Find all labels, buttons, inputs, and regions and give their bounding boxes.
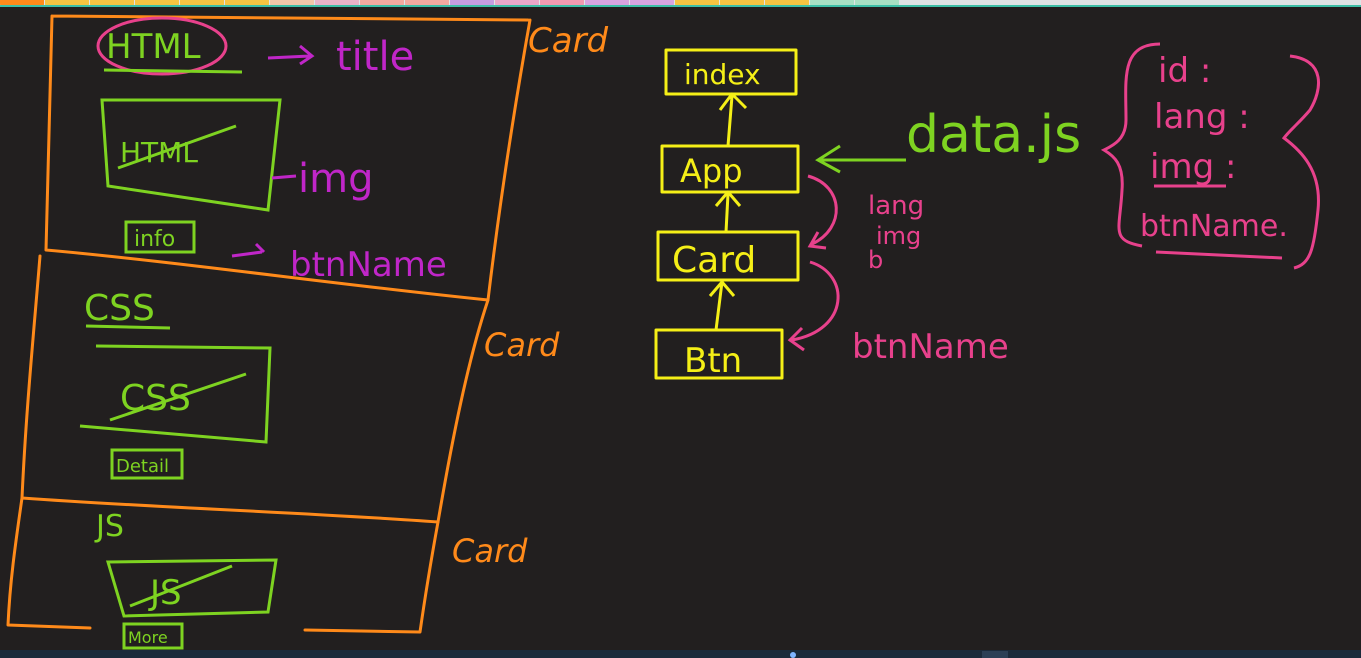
title-circle — [96, 16, 228, 76]
btn-to-card-arrow-icon — [708, 280, 736, 331]
css-image-strike — [109, 372, 247, 422]
data-field-btnname: btnName. — [1140, 209, 1288, 244]
data-arrow-icon — [815, 144, 906, 174]
props-arrow-icon — [807, 174, 838, 250]
taskbar — [0, 650, 1361, 658]
taskbar-app-icon[interactable] — [982, 651, 1008, 658]
page-tab-17[interactable] — [720, 0, 764, 6]
btnname-arrow-icon — [787, 260, 840, 352]
js-card-title: JS — [94, 509, 124, 544]
card-label-3: Card — [452, 532, 528, 570]
card-node-label: Card — [672, 240, 756, 281]
page-tab-4[interactable] — [135, 0, 179, 6]
page-tab-18[interactable] — [765, 0, 809, 6]
data-field-img: img : — [1150, 147, 1236, 187]
card-label-2: Card — [484, 326, 560, 364]
left-brace-icon — [1100, 42, 1161, 248]
page-tab-14[interactable] — [585, 0, 629, 6]
html-image-strike — [117, 124, 237, 170]
btn-arrow-icon — [231, 242, 266, 258]
app-node-box — [660, 144, 800, 194]
btn-note: btnName — [290, 245, 447, 285]
taskbar-indicator-icon[interactable] — [790, 652, 796, 658]
css-button-label: Detail — [116, 456, 169, 477]
card-frame-html — [44, 14, 532, 302]
page-tab-10[interactable] — [405, 0, 449, 6]
page-tab-15[interactable] — [630, 0, 674, 6]
page-tab-16[interactable] — [675, 0, 719, 6]
page-tab-19[interactable] — [810, 0, 854, 6]
page-tabs[interactable] — [0, 0, 900, 6]
page-tab-1[interactable] — [0, 0, 44, 6]
app-node-label: App — [680, 152, 743, 190]
page-tab-13[interactable] — [540, 0, 584, 6]
tab-strip-accent — [0, 5, 1361, 7]
right-brace-icon — [1281, 54, 1321, 270]
page-tab-9[interactable] — [360, 0, 404, 6]
page-tab-8[interactable] — [315, 0, 359, 6]
css-image-box — [79, 344, 272, 444]
page-tab-3[interactable] — [90, 0, 134, 6]
page-tab-11[interactable] — [450, 0, 494, 6]
html-card-title: HTML — [106, 27, 201, 67]
img-arrow-icon — [271, 174, 297, 180]
js-image-strike — [129, 564, 233, 608]
page-tab-12[interactable] — [495, 0, 539, 6]
app-tab-strip — [0, 0, 1361, 7]
card-node-box — [656, 230, 800, 282]
page-tab-5[interactable] — [180, 0, 224, 6]
js-button-box — [122, 622, 184, 650]
css-card-title: CSS — [84, 288, 155, 329]
card-frame-js — [6, 496, 440, 634]
btn-node-box — [654, 328, 784, 380]
data-field-id: id : — [1158, 51, 1211, 91]
btnname-field-underline — [1155, 250, 1283, 260]
prop-img: img — [876, 222, 921, 250]
js-image-box — [105, 558, 278, 618]
html-image-box — [100, 98, 282, 212]
prop-btnname: btnName — [852, 327, 1009, 367]
data-file-name: data.js — [906, 105, 1081, 165]
prop-lang: lang — [868, 191, 924, 221]
card-label-1: Card — [528, 21, 609, 61]
card-to-app-arrow-icon — [714, 190, 742, 233]
page-tab-20[interactable] — [855, 0, 899, 6]
card-frame-css — [20, 254, 490, 524]
html-button-label: info — [134, 227, 175, 252]
prop-b: b — [868, 246, 883, 274]
page-tab-7[interactable] — [270, 0, 314, 6]
page-tab-6[interactable] — [225, 0, 269, 6]
html-button-box — [124, 220, 196, 254]
title-arrow-icon — [267, 44, 315, 66]
index-node-label: index — [684, 58, 761, 91]
page-tab-2[interactable] — [45, 0, 89, 6]
btn-node-label: Btn — [684, 341, 742, 381]
app-to-index-arrow-icon — [718, 92, 748, 147]
css-button-box — [110, 448, 184, 480]
css-title-underline — [85, 324, 171, 330]
title-underline — [103, 68, 243, 74]
data-field-lang: lang : — [1154, 97, 1250, 137]
js-button-label: More — [128, 628, 168, 647]
img-note: img — [298, 156, 373, 202]
title-note: title — [336, 34, 414, 80]
